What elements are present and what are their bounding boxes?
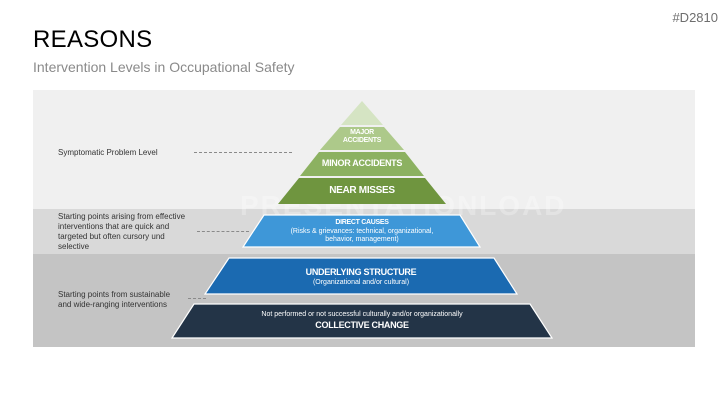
tier-minor-accidents	[300, 152, 424, 176]
level-label-quick: Starting points arising from effective i…	[58, 212, 186, 251]
label-underlying-structure-detail: (Organizational and/or cultural)	[312, 279, 410, 286]
tier-collective-change	[170, 303, 554, 339]
tier-near-misses	[278, 178, 446, 204]
label-major-accidents: MAJOR ACCIDENTS	[342, 129, 382, 144]
tier-underlying-structure	[203, 257, 519, 295]
label-collective-change: COLLECTIVE CHANGE	[315, 320, 409, 330]
label-direct-causes: DIRECT CAUSES	[335, 219, 389, 226]
level-label-sustainable: Starting points from sustainable and wid…	[58, 290, 171, 309]
connector-line-quick	[197, 231, 249, 232]
connector-line-symptomatic	[194, 152, 292, 153]
label-near-misses: NEAR MISSES	[329, 185, 395, 196]
page-title: REASONS	[33, 26, 153, 53]
connector-line-sustainable	[188, 298, 206, 299]
label-underlying-structure: UNDERLYING STRUCTURE	[305, 267, 417, 277]
label-direct-causes-detail: (Risks & grievances: technical, organiza…	[290, 228, 434, 243]
pyramid-apex	[341, 101, 383, 125]
slide-code: #D2810	[672, 10, 718, 25]
tier-major-accidents	[320, 127, 404, 150]
label-collective-note: Not performed or not successful cultural…	[261, 311, 463, 318]
tier-direct-causes	[241, 214, 482, 248]
label-minor-accidents: MINOR ACCIDENTS	[321, 158, 403, 168]
level-label-symptomatic: Symptomatic Problem Level	[58, 148, 158, 157]
page-subtitle: Intervention Levels in Occupational Safe…	[33, 59, 295, 75]
